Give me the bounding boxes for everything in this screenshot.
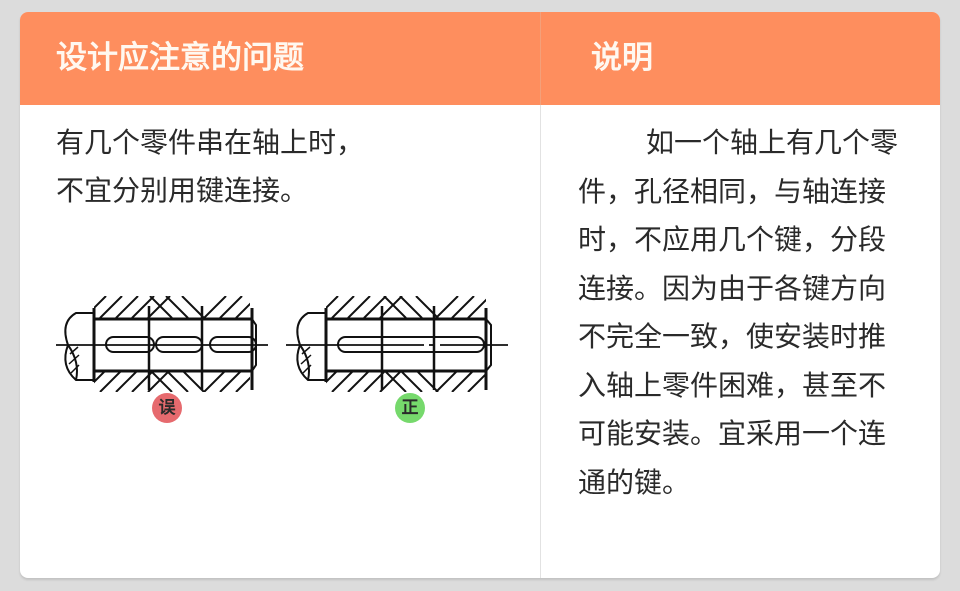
issue-line-1: 有几个零件串在轴上时， (56, 126, 365, 159)
correct-badge: 正 (395, 393, 425, 423)
design-table-card: 设计应注意的问题 说明 有几个零件串在轴上时， 不宜分别用键连接。 (20, 12, 940, 578)
table-header: 设计应注意的问题 说明 (20, 12, 940, 105)
wrong-design-drawing (56, 296, 268, 392)
design-issue-text: 有几个零件串在轴上时， 不宜分别用键连接。 (56, 119, 516, 215)
correct-design-drawing (286, 296, 508, 392)
column-header-issue: 设计应注意的问题 (56, 40, 304, 76)
column-header-explanation: 说明 (540, 12, 940, 105)
column-divider (540, 105, 541, 578)
explanation-text: 如一个轴上有几个零件，孔径相同，与轴连接时，不应用几个键，分段连接。因为由于各键… (578, 126, 899, 499)
wrong-badge: 误 (152, 393, 182, 423)
issue-line-2: 不宜分别用键连接。 (56, 174, 309, 207)
